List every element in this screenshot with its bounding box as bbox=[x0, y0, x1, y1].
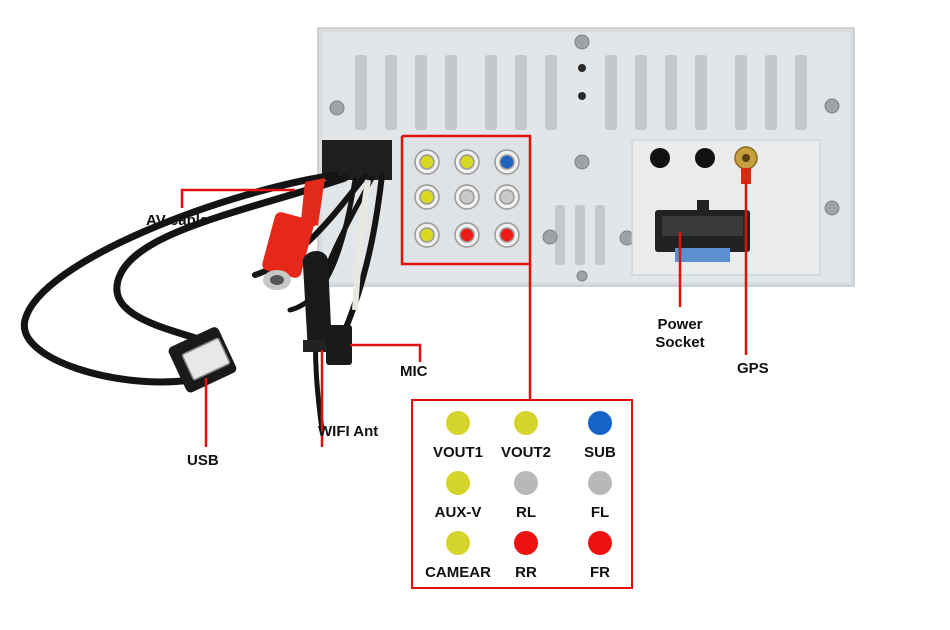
legend-item: FL bbox=[560, 461, 640, 521]
legend-label: RR bbox=[515, 564, 537, 581]
rr-dot-icon bbox=[514, 531, 538, 555]
wifi-antenna bbox=[302, 250, 333, 352]
rl-dot-icon bbox=[514, 471, 538, 495]
legend-label: AUX-V bbox=[434, 504, 482, 521]
usb-plug bbox=[168, 327, 237, 393]
legend-label: CAMEAR bbox=[425, 564, 491, 581]
callout-lines bbox=[180, 134, 748, 447]
usb-label: USB bbox=[187, 452, 219, 469]
fr-dot-icon bbox=[588, 531, 612, 555]
legend-label: VOUT2 bbox=[500, 444, 551, 461]
power-socket-label: Power Socket bbox=[648, 316, 712, 352]
power-socket-label-line2: Socket bbox=[655, 334, 705, 351]
legend-item: AUX-V bbox=[418, 461, 498, 521]
legend-label: SUB bbox=[584, 444, 616, 461]
legend-item: VOUT1 bbox=[418, 401, 498, 461]
rca-jacks bbox=[414, 149, 520, 248]
head-unit-chassis bbox=[317, 27, 855, 287]
rca-color-legend: VOUT1 VOUT2 SUB AUX-V RL FL CAMEAR RR FR bbox=[411, 399, 633, 589]
legend-item: VOUT2 bbox=[486, 401, 566, 461]
legend-item: CAMEAR bbox=[418, 521, 498, 581]
legend-label: RL bbox=[516, 504, 536, 521]
legend-item: RR bbox=[486, 521, 566, 581]
mic-plug bbox=[326, 325, 352, 365]
legend-item: SUB bbox=[560, 401, 640, 461]
wifi-ant-label: WIFI Ant bbox=[318, 423, 379, 440]
vent-slots bbox=[355, 55, 807, 265]
av-red-plug bbox=[262, 178, 325, 290]
av-cable-label: AV cable bbox=[146, 212, 209, 229]
screws bbox=[329, 34, 840, 282]
mic-label: MIC bbox=[400, 363, 428, 380]
legend-item: FR bbox=[560, 521, 640, 581]
gps-label: GPS bbox=[737, 360, 769, 377]
dtv-port bbox=[650, 148, 670, 168]
camear-dot-icon bbox=[446, 531, 470, 555]
mic-callout bbox=[350, 343, 422, 362]
legend-label: FR bbox=[590, 564, 610, 581]
legend-label: FL bbox=[590, 504, 610, 521]
aux-v-dot-icon bbox=[446, 471, 470, 495]
fl-dot-icon bbox=[588, 471, 612, 495]
vout2-dot-icon bbox=[514, 411, 538, 435]
aux-cable bbox=[352, 179, 371, 311]
av-cable-callout bbox=[180, 188, 295, 208]
gps-connector bbox=[734, 146, 758, 184]
wifi-port bbox=[695, 148, 715, 168]
legend-label: VOUT1 bbox=[432, 444, 483, 461]
legend-item: RL bbox=[486, 461, 566, 521]
vout1-dot-icon bbox=[446, 411, 470, 435]
sub-dot-icon bbox=[588, 411, 612, 435]
power-socket-label-line1: Power bbox=[657, 316, 703, 333]
